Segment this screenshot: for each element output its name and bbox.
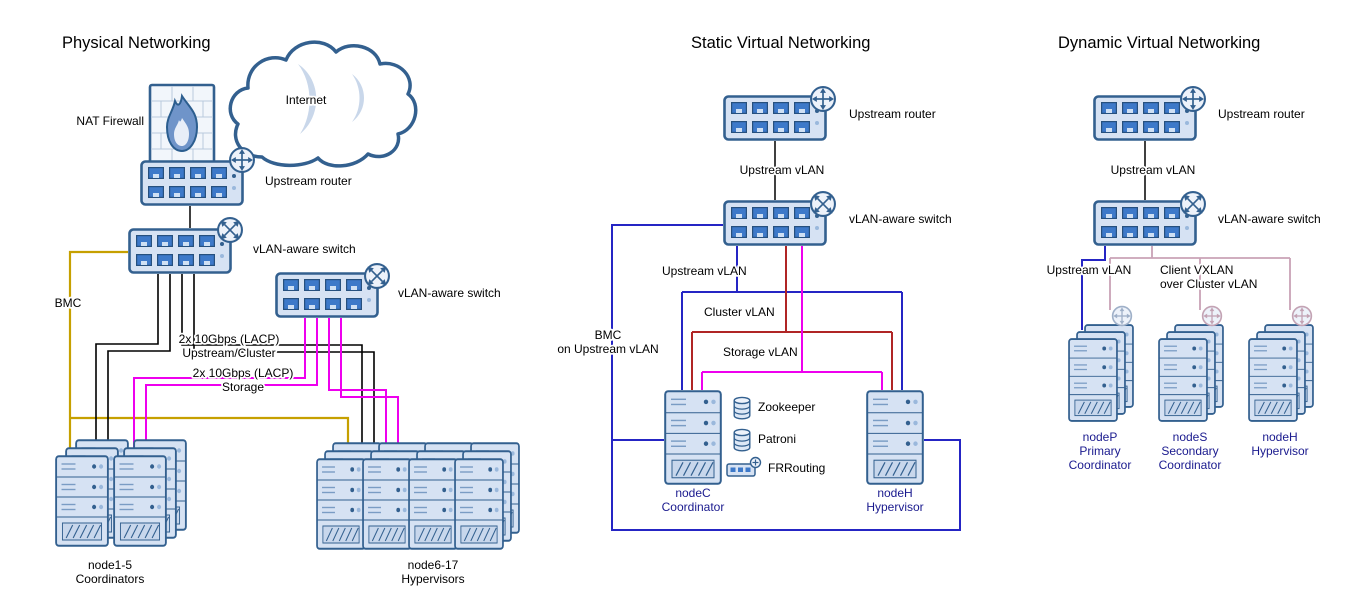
physical-vlan-switch-2 [277,274,378,317]
hypervisors-stack [316,442,520,550]
upstream-vlan-label: Upstream vLAN [662,264,747,278]
upstream-vlan-line [1081,246,1106,330]
nodes-label-1: nodeS [1173,430,1208,444]
frrouting-label: FRRouting [768,461,825,475]
upstream-vlan-label: Upstream vLAN [1047,263,1132,277]
cloud-highlight [352,74,364,122]
nodeh-label-2: Hypervisor [866,500,923,514]
nodeh-label-2: Hypervisor [1251,444,1308,458]
switch-badge-icon [810,191,836,217]
upstream-router-label: Upstream router [265,174,352,188]
nat-firewall [148,83,216,167]
patroni-label: Patroni [758,432,796,446]
overlay-badge-icon [1291,305,1313,327]
nodep-label-1: nodeP [1083,430,1118,444]
cluster-vlan-lines [691,246,893,390]
bmc-label-2: on Upstream vLAN [557,342,658,356]
bmc-label-1: BMC [595,328,622,342]
router-badge-icon [1180,86,1206,112]
internet-label: Internet [286,93,327,107]
client-vxlan-label-2: over Cluster vLAN [1160,277,1257,291]
vlan-switch-2-label: vLAN-aware switch [398,286,501,300]
physical-section: Physical Networking Internet NAT Firewal… [53,32,520,588]
hypervisors-label-2: Hypervisors [401,572,464,586]
storage-vlan-lines [701,246,883,390]
nodes-label-3: Coordinator [1159,458,1222,472]
upstream-router-label: Upstream router [1218,107,1305,121]
physical-upstream-router [142,162,243,205]
upstream-vlan-link-label: Upstream vLAN [740,163,825,177]
lacp-storage-label-1: 2x 10Gbps (LACP) [193,366,294,380]
nodeh-server [866,390,924,485]
static-upstream-router [725,97,826,140]
storage-vlan-label: Storage vLAN [723,345,798,359]
vlan-switch-1-label: vLAN-aware switch [253,242,356,256]
lacp-upstream-cluster-lines [95,274,375,462]
zookeeper-label: Zookeeper [758,400,815,414]
nodep-label-2: Primary [1079,444,1120,458]
vlan-switch-label: vLAN-aware switch [1218,212,1321,226]
hypervisors-label-1: node6-17 [408,558,459,572]
cluster-vlan-label: Cluster vLAN [704,305,775,319]
static-title: Static Virtual Networking [691,34,870,52]
physical-vlan-switch-1 [130,230,231,273]
dynamic-upstream-router [1095,97,1196,140]
nodec-server [664,390,722,485]
nodeh-stack [1248,324,1314,422]
upstream-vlan-link-label: Upstream vLAN [1111,163,1196,177]
switch-badge-icon [364,263,390,289]
switch-badge-icon [1180,191,1206,217]
coordinators-stack [55,439,187,547]
bmc-upstream-vlan-line [611,224,961,531]
overlay-badge-icon [1111,305,1133,327]
upstream-vlan-lines [681,246,903,390]
nat-firewall-label: NAT Firewall [76,114,144,128]
coordinators-label-1: node1-5 [88,558,132,572]
dynamic-title: Dynamic Virtual Networking [1058,34,1260,52]
client-vxlan-label-1: Client VXLAN [1160,263,1233,277]
nodec-label-2: Coordinator [662,500,725,514]
upstream-router-label: Upstream router [849,107,936,121]
nodep-stack [1068,324,1134,422]
nodeh-label-1: nodeH [877,486,912,500]
static-virtual-section: Static Virtual Networking Upstream route… [556,32,961,531]
zookeeper-icon [733,396,751,420]
overlay-badge-icon [1201,305,1223,327]
patroni-icon [733,428,751,452]
physical-title: Physical Networking [62,34,211,52]
cloud-highlight [298,64,317,134]
router-badge-icon [810,86,836,112]
switch-badge-icon [217,217,243,243]
nodes-stack [1158,324,1224,422]
lacp-storage-lines [133,318,399,462]
dynamic-vlan-switch [1095,202,1196,245]
nodep-label-3: Coordinator [1069,458,1132,472]
dynamic-virtual-section: Dynamic Virtual Networking Upstream rout… [1045,32,1323,474]
nodes-label-2: Secondary [1161,444,1218,458]
internet-cloud-icon [228,40,418,168]
lacp-storage-label-2: Storage [222,380,264,394]
nodec-label-1: nodeC [675,486,711,500]
bmc-label: BMC [55,296,82,310]
frrouting-icon [726,456,762,477]
lacp-upstream-label-1: 2x 10Gbps (LACP) [179,332,280,346]
client-vxlan-lines [1109,246,1291,310]
nodeh-label-1: nodeH [1262,430,1297,444]
vlan-switch-label: vLAN-aware switch [849,212,952,226]
lacp-upstream-label-2: Upstream/Cluster [182,346,275,360]
router-badge-icon [229,147,255,173]
coordinators-label-2: Coordinators [76,572,145,586]
flame-inner [174,118,189,146]
static-vlan-switch [725,202,826,245]
